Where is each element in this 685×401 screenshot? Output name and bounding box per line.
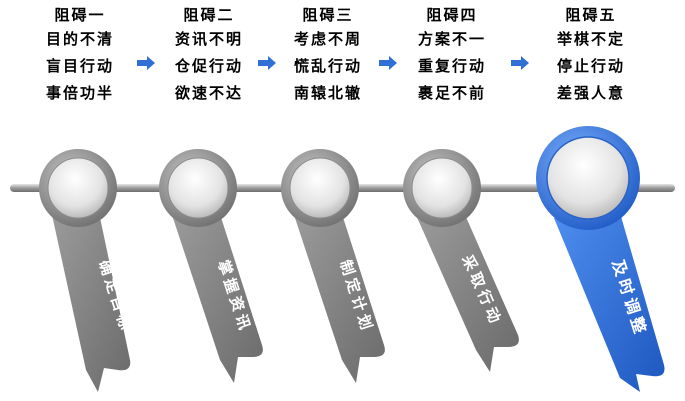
right-arrow-icon xyxy=(137,56,155,70)
step-1: 第一步 确定目标 xyxy=(39,149,136,392)
barrier-line: 事倍功半 xyxy=(45,84,114,102)
barrier-line: 方案不一 xyxy=(417,30,486,48)
barrier-line: 目的不清 xyxy=(45,30,114,48)
step-4: 第四步 采取行动 xyxy=(403,149,519,372)
step-lens xyxy=(167,157,229,219)
barrier-line: 举棋不定 xyxy=(556,30,625,48)
step-tag xyxy=(554,206,665,392)
right-arrow-icon xyxy=(511,56,529,70)
barrier-line: 停止行动 xyxy=(556,57,625,75)
barrier-title: 阻碍一 xyxy=(54,6,106,24)
step-lens xyxy=(411,157,473,219)
step-tag xyxy=(52,208,131,392)
barrier-line: 裹足不前 xyxy=(417,84,486,102)
barrier-title: 阻碍五 xyxy=(565,6,617,24)
barrier-line: 差强人意 xyxy=(556,84,625,102)
step-tag xyxy=(172,208,263,383)
barrier-column-5: 阻碍五 举棋不定 停止行动 差强人意 xyxy=(531,4,651,107)
step-tag xyxy=(416,208,519,372)
step-3: 第三步 制定计划 xyxy=(281,149,385,383)
barrier-title: 阻碍三 xyxy=(302,6,354,24)
step-lens xyxy=(546,136,630,220)
barrier-title: 阻碍二 xyxy=(183,6,235,24)
barrier-line: 盲目行动 xyxy=(45,57,114,75)
barrier-column-3: 阻碍三 考虑不周 慌乱行动 南辕北辙 xyxy=(268,4,388,107)
barrier-column-2: 阻碍二 资讯不明 仓促行动 欲速不达 xyxy=(149,4,269,107)
step-lens xyxy=(289,157,351,219)
right-arrow-icon xyxy=(379,56,397,70)
step-5: 第五步 及时调整 xyxy=(536,126,665,392)
barrier-column-4: 阻碍四 方案不一 重复行动 裹足不前 xyxy=(392,4,512,107)
barrier-column-1: 阻碍一 目的不清 盲目行动 事倍功半 xyxy=(20,4,140,107)
barrier-line: 慌乱行动 xyxy=(293,57,362,75)
barrier-line: 重复行动 xyxy=(417,57,486,75)
barrier-line: 仓促行动 xyxy=(174,57,243,75)
barrier-line: 欲速不达 xyxy=(174,84,243,102)
step-lens xyxy=(47,157,109,219)
barrier-line: 考虑不周 xyxy=(293,30,362,48)
barrier-line: 资讯不明 xyxy=(174,30,243,48)
right-arrow-icon xyxy=(258,56,276,70)
barrier-title: 阻碍四 xyxy=(426,6,478,24)
barrier-line: 南辕北辙 xyxy=(293,84,362,102)
step-tag xyxy=(294,208,385,383)
